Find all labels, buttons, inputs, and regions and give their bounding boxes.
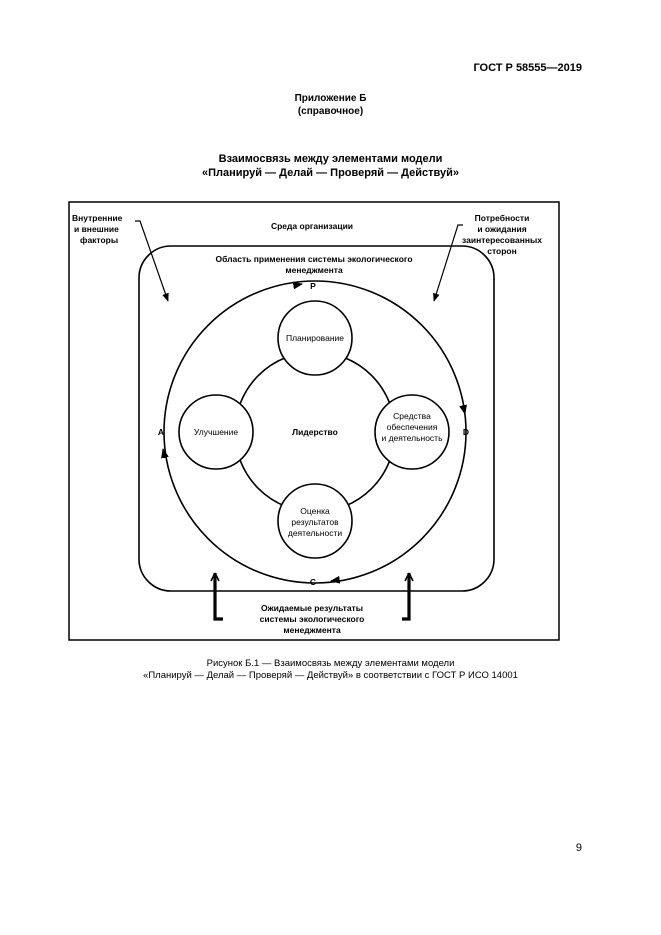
right-box-line-4: сторон (487, 246, 517, 256)
figure-caption-line-1: Рисунок Б.1 — Взаимосвязь между элемента… (206, 658, 455, 669)
right-input-arrow (433, 224, 463, 302)
scope-line-1: Область применения системы экологическог… (215, 254, 412, 264)
figure-caption-line-2: «Планируй — Делай — Проверяй — Действуй»… (143, 670, 518, 681)
right-box-line-2: и ожидания (477, 224, 526, 234)
label-p: P (310, 281, 316, 291)
outcomes-left-line (213, 573, 223, 621)
evaluation-line-1: Оценка (300, 506, 330, 516)
evaluation-circle (277, 483, 353, 559)
label-d: D (463, 427, 469, 437)
label-a: A (158, 427, 164, 437)
standard-number: ГОСТ Р 58555—2019 (473, 62, 582, 74)
outcomes-line-3: менеджмента (283, 625, 341, 635)
diagram-frame (68, 201, 560, 641)
evaluation-line-3: деятельности (288, 528, 342, 538)
improvement-circle (178, 394, 254, 470)
appendix-note: (справочное) (297, 106, 364, 117)
arrow-p (292, 281, 303, 290)
organization-environment-frame (138, 245, 495, 592)
page-number: 9 (575, 842, 582, 854)
planning-label: Планирование (286, 333, 344, 343)
label-c: C (310, 577, 316, 587)
outcomes-right-line (402, 573, 411, 621)
support-circle (374, 394, 450, 470)
left-box-line-3: факторы (80, 235, 118, 245)
pdca-cycle-circle (163, 280, 467, 584)
right-box-line-3: заинтересованных (462, 235, 542, 245)
evaluation-line-2: результатов (291, 517, 339, 527)
outcomes-line-2: системы экологического (260, 614, 365, 624)
left-input-arrow (135, 220, 169, 302)
leadership-label: Лидерство (292, 427, 338, 437)
left-box-line-1: Внутренние (72, 213, 123, 223)
outcomes-line-1: Ожидаемые результаты (261, 603, 363, 613)
arrow-a (161, 448, 169, 459)
environment-label: Среда организации (271, 221, 353, 231)
planning-circle (277, 300, 353, 376)
right-box-line-1: Потребности (475, 213, 530, 223)
left-box-line-2: и внешние (74, 224, 119, 234)
figure-title-line-2: «Планируй — Делай — Проверяй — Действуй» (202, 167, 459, 179)
support-line-2: обеспечения (387, 422, 438, 432)
support-line-3: и деятельность (381, 433, 443, 443)
improvement-label: Улучшение (194, 427, 238, 437)
arrow-c (330, 575, 341, 584)
pdca-diagram: Внутренние и внешние факторы Потребности… (68, 201, 560, 641)
appendix-title: Приложение Б (294, 93, 367, 104)
support-line-1: Средства (393, 411, 431, 421)
scope-line-2: менеджмента (285, 265, 343, 275)
arrow-d (459, 404, 467, 415)
figure-title-line-1: Взаимосвязь между элементами модели (218, 153, 443, 165)
